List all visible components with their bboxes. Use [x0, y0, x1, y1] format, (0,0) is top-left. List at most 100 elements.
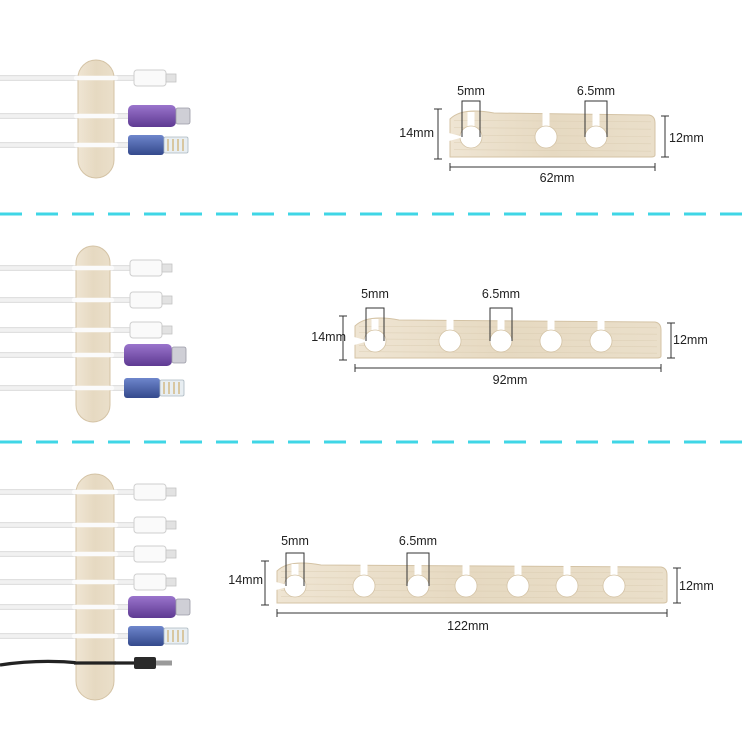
slot-gap-bracket: [406, 552, 430, 586]
rj45-boot-icon: [124, 378, 160, 398]
organizer-section-medium: 5mm 6.5mm 14mm 12mm 92mm: [0, 245, 708, 423]
usb-connector-icon: [129, 291, 163, 309]
slot-opening: [291, 564, 299, 579]
end-notch: [276, 582, 291, 590]
usb-connector-icon: [129, 259, 163, 277]
wood-grain: [280, 596, 664, 599]
rj45-plug: [163, 136, 189, 154]
height-left-label: 14mm: [399, 126, 434, 140]
wood-grain: [280, 571, 664, 574]
cable-slot-hole: [555, 574, 579, 598]
height-right-label: 12mm: [669, 131, 704, 145]
height-left-label: 14mm: [311, 330, 346, 344]
wood-grain: [453, 149, 652, 152]
slot-width-bracket: [365, 307, 385, 341]
audio-jack-icon: [134, 657, 156, 669]
cable-slot-hole: [584, 125, 608, 149]
slot-opening: [414, 564, 422, 579]
slot-gap-label: 6.5mm: [482, 287, 520, 301]
height-left-label: 14mm: [228, 573, 263, 587]
total-width-label: 62mm: [540, 171, 575, 185]
slot-opening: [610, 564, 618, 579]
slot-width-bracket: [285, 552, 305, 586]
organizer-section-large: 5mm 6.5mm 14mm 12mm 122mm: [0, 473, 714, 701]
slot-opening: [462, 564, 470, 579]
lightning-tip: [165, 549, 177, 559]
wood-grain: [358, 326, 658, 329]
wooden-organizer-block: [77, 59, 115, 179]
slot-width-label: 5mm: [361, 287, 389, 301]
ps2-connector-icon: [124, 344, 172, 366]
lightning-tip: [161, 263, 173, 273]
slot-opening: [446, 319, 454, 334]
audio-plug-tip: [156, 660, 172, 666]
product-photo-small: [0, 59, 191, 179]
ps2-metal-head: [171, 346, 187, 364]
wooden-organizer-block: [75, 473, 115, 701]
lightning-tip: [165, 577, 177, 587]
usb-connector-icon: [133, 573, 167, 591]
slot-opening: [592, 112, 600, 130]
end-notch: [354, 337, 369, 345]
cable-slot-hole: [454, 574, 478, 598]
usb-connector-icon: [133, 69, 167, 87]
rj45-boot-icon: [128, 135, 164, 155]
slot-opening: [497, 319, 505, 334]
lightning-tip: [165, 520, 177, 530]
slot-opening: [360, 564, 368, 579]
rj45-plug: [159, 379, 185, 397]
lightning-tip: [161, 295, 173, 305]
lightning-tip: [161, 325, 173, 335]
slot-opening: [547, 319, 555, 334]
rj45-boot-icon: [128, 626, 164, 646]
slot-gap-bracket: [584, 100, 608, 137]
rj45-plug: [163, 627, 189, 645]
product-photo-large: [0, 473, 191, 701]
cable-slot-hole: [438, 329, 462, 353]
product-photo-medium: [0, 245, 187, 423]
slot-opening: [467, 112, 475, 130]
slot-width-label: 5mm: [457, 84, 485, 98]
ps2-connector-icon: [128, 596, 176, 618]
usb-connector-icon: [133, 545, 167, 563]
end-notch: [449, 133, 464, 141]
ps2-metal-head: [175, 598, 191, 616]
slot-opening: [563, 564, 571, 579]
cable-slot-hole: [406, 574, 430, 598]
cable-slot-hole: [539, 329, 563, 353]
cable-slot-hole: [352, 574, 376, 598]
dimension-drawing-large: [261, 552, 681, 617]
organizer-section-small: 5mm 6.5mm 14mm 12mm 62mm: [0, 59, 704, 185]
height-right-label: 12mm: [673, 333, 708, 347]
lightning-tip: [165, 73, 177, 83]
usb-connector-icon: [133, 516, 167, 534]
slot-gap-label: 6.5mm: [399, 534, 437, 548]
slot-width-bracket: [461, 100, 481, 137]
slot-width-label: 5mm: [281, 534, 309, 548]
cable-slot-hole: [489, 329, 513, 353]
ps2-connector-icon: [128, 105, 176, 127]
cable-group: [0, 69, 191, 155]
slot-opening: [597, 319, 605, 334]
usb-connector-icon: [133, 483, 167, 501]
dimension-drawing-small: [434, 100, 669, 171]
wooden-organizer-block: [75, 245, 111, 423]
lightning-tip: [165, 487, 177, 497]
total-width-label: 92mm: [493, 373, 528, 387]
ps2-metal-head: [175, 107, 191, 125]
slot-gap-bracket: [489, 307, 513, 341]
usb-connector-icon: [129, 321, 163, 339]
cable-slot-hole: [589, 329, 613, 353]
cable-slot-hole: [506, 574, 530, 598]
cable-slot-hole: [602, 574, 626, 598]
slot-opening: [514, 564, 522, 579]
height-right-label: 12mm: [679, 579, 714, 593]
cable-slot-hole: [534, 125, 558, 149]
slot-gap-label: 6.5mm: [577, 84, 615, 98]
wood-grain: [358, 351, 658, 354]
dimension-drawing-medium: [339, 307, 675, 372]
slot-opening: [371, 319, 379, 334]
total-width-label: 122mm: [447, 619, 489, 633]
wood-grain: [453, 120, 652, 123]
